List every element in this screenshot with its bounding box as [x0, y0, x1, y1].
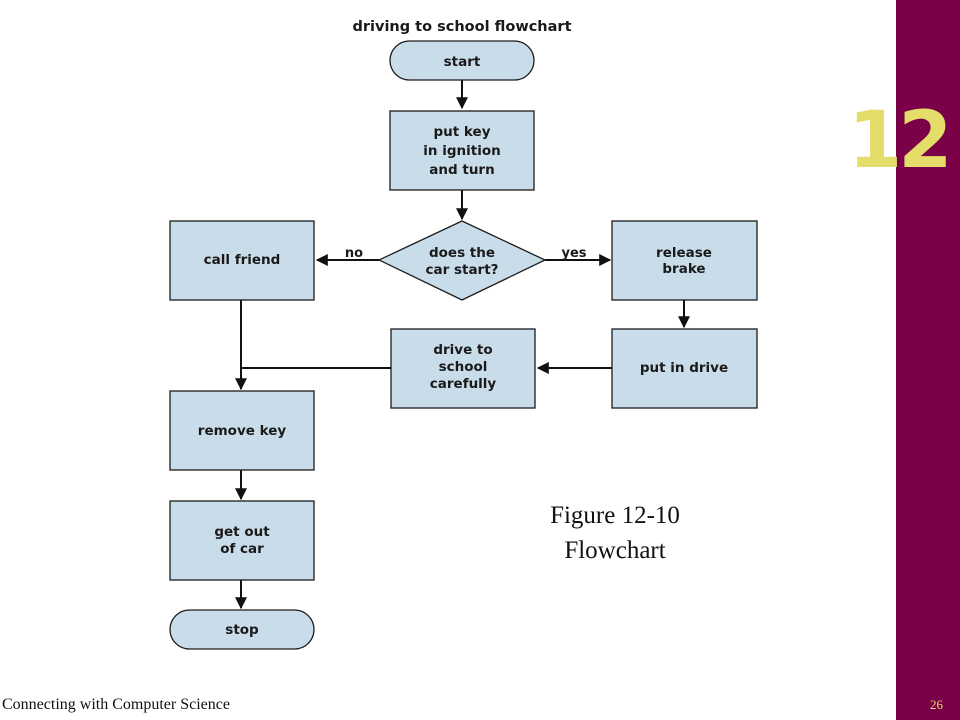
node-stop: stop	[169, 609, 315, 650]
node-remove-key: remove key	[169, 390, 315, 471]
node-remove-key-label: remove key	[198, 423, 287, 439]
node-ignition-line-2: in ignition	[423, 143, 500, 159]
diagram-title: driving to school flowchart	[353, 19, 572, 35]
node-put-in-drive: put in drive	[611, 328, 758, 409]
node-drive-school-line-1: drive to	[433, 342, 492, 358]
node-drive-school-line-2: school	[439, 359, 488, 375]
node-release-brake-line-1: release	[656, 245, 712, 261]
node-get-out-of-car: get out of car	[169, 500, 315, 581]
footer-course-title: Connecting with Computer Science	[2, 696, 230, 713]
caption-figure-number: Figure 12-10	[550, 502, 680, 529]
node-call-friend-label: call friend	[204, 252, 281, 268]
node-get-out-line-1: get out	[214, 524, 270, 540]
node-decision-line-2: car start?	[425, 262, 498, 278]
node-put-in-drive-label: put in drive	[640, 360, 728, 376]
node-get-out-line-2: of car	[220, 541, 264, 557]
node-ignition-line-3: and turn	[429, 162, 494, 178]
node-start-label: start	[444, 54, 481, 70]
node-stop-label: stop	[225, 622, 259, 638]
figure-caption: Figure 12-10 Flowchart	[520, 498, 710, 568]
edge-label-no: no	[345, 246, 363, 261]
node-release-brake: release brake	[611, 220, 758, 301]
node-start: start	[389, 40, 535, 81]
node-decision-car-start: does the car start?	[377, 220, 547, 301]
node-call-friend: call friend	[169, 220, 315, 301]
node-drive-to-school: drive to school carefully	[390, 328, 536, 409]
node-drive-school-line-3: carefully	[430, 376, 497, 392]
node-decision-line-1: does the	[429, 245, 495, 261]
edge-label-yes: yes	[561, 246, 586, 261]
flowchart-edges	[235, 80, 690, 610]
sidebar-band	[896, 0, 960, 720]
page-number: 26	[930, 697, 943, 712]
caption-figure-title: Flowchart	[564, 537, 666, 564]
node-release-brake-line-2: brake	[662, 261, 705, 277]
node-put-key-in-ignition: put key in ignition and turn	[389, 110, 535, 191]
node-ignition-line-1: put key	[434, 124, 491, 140]
